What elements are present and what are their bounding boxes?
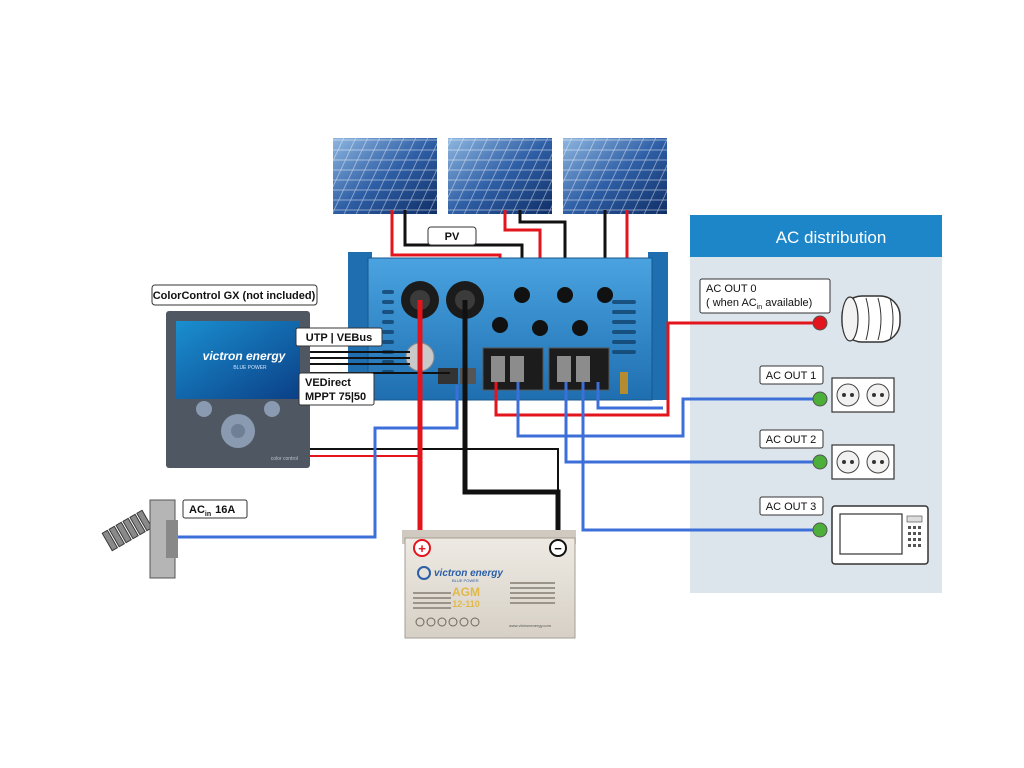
ac-out0-connector xyxy=(812,315,828,331)
battery-logo-icon xyxy=(417,566,431,580)
agm-battery: + − victron energy BLUE POWER AGM 12-110 xyxy=(402,530,576,639)
ac-distribution-title: AC distribution xyxy=(776,228,887,247)
pv-label: PV xyxy=(445,231,460,243)
ac-input-plug xyxy=(101,499,178,579)
gx-footer-text: color control xyxy=(271,456,298,462)
ac-out2-label: AC OUT 2 xyxy=(766,434,817,446)
ac-in-sub: in xyxy=(205,511,211,518)
ac-input-wire xyxy=(178,385,459,539)
solar-panel-1 xyxy=(333,138,437,214)
microwave-icon xyxy=(831,505,929,565)
ac-out3-wire xyxy=(581,382,818,532)
ac-out3-label: AC OUT 3 xyxy=(766,501,817,513)
gx-left-button[interactable] xyxy=(196,401,212,417)
ac-out3-connector xyxy=(812,522,828,538)
battery-positive-terminal xyxy=(413,539,431,557)
ac-out2-wire xyxy=(564,382,818,464)
gx-center-button[interactable] xyxy=(231,424,245,438)
ac-out2-connector xyxy=(812,454,828,470)
ac-out1-label-box: AC OUT 1 xyxy=(759,365,824,385)
battery-minus-sign: − xyxy=(554,541,562,556)
ac-out1-wire xyxy=(516,382,818,438)
utp-vebus-label-box: UTP | VEBus xyxy=(295,327,383,347)
inverter-neutral-wire xyxy=(596,382,663,410)
ac-out0-line2-sub: in xyxy=(757,304,763,311)
ac-out1-connector xyxy=(812,391,828,407)
pv-label-box: PV xyxy=(427,226,477,246)
pv-input-connectors xyxy=(492,287,613,336)
ac-in-label: ACin 16A xyxy=(189,504,235,518)
battery-website: www.victronenergy.com xyxy=(509,623,552,628)
gx-right-button[interactable] xyxy=(264,401,280,417)
color-control-screen xyxy=(176,321,300,399)
color-control-label: ColorControl GX (not included) xyxy=(153,290,316,302)
battery-negative-terminal xyxy=(549,539,567,557)
ac-out0-label-line2: ( when ACin available) xyxy=(706,297,812,311)
ac-out0-line2-pre: ( when AC xyxy=(706,297,757,309)
ac-out0-line2-post: available) xyxy=(762,297,812,309)
gx-screen-brand: victron energy xyxy=(203,349,287,363)
battery-model-line2: 12-110 xyxy=(452,599,480,609)
ground-stud xyxy=(620,372,628,394)
solar-panel-3 xyxy=(563,138,667,214)
pv-wire-negative-2 xyxy=(518,210,567,290)
utp-vebus-label: UTP | VEBus xyxy=(306,332,372,344)
battery-tagline: BLUE POWER xyxy=(452,578,479,583)
ac-out3-label-box: AC OUT 3 xyxy=(759,496,824,516)
ac-input-socket xyxy=(149,499,176,579)
vedirect-label-box: VEDirect MPPT 75|50 xyxy=(298,372,375,406)
ac-out0-label-line1: AC OUT 0 xyxy=(706,283,757,295)
battery-fine-print xyxy=(413,582,555,609)
ac-out0-label-box: AC OUT 0 ( when ACin available) xyxy=(699,278,831,314)
gx-screen-tagline: BLUE POWER xyxy=(233,365,267,371)
battery-plus-sign: + xyxy=(418,541,426,556)
ac-input-cable-coil xyxy=(101,509,153,552)
ac-in-label-box: ACin 16A xyxy=(182,499,248,519)
ac-in-prefix: AC xyxy=(189,504,205,516)
battery-cable-negative xyxy=(462,300,561,535)
battery-safety-icons xyxy=(415,617,480,627)
battery-brand: victron energy xyxy=(434,568,503,579)
data-ports xyxy=(438,368,476,384)
ac-out2-label-box: AC OUT 2 xyxy=(759,429,824,449)
solar-panel-2 xyxy=(448,138,552,214)
ac-in-value: 16A xyxy=(215,504,235,516)
ac-out2-double-socket-icon xyxy=(831,444,895,480)
water-heater-icon xyxy=(841,295,901,343)
vedirect-label-line1: VEDirect xyxy=(305,377,351,389)
ac-output-wiring xyxy=(494,321,818,532)
vedirect-label-line2: MPPT 75|50 xyxy=(305,391,366,403)
ac-out0-wire xyxy=(494,321,818,417)
ac-terminal-block xyxy=(482,347,610,391)
color-control-gx-panel: ColorControl GX (not included) victron e… xyxy=(151,284,318,468)
inverter-unit xyxy=(348,252,668,401)
ac-out1-double-socket-icon xyxy=(831,377,895,413)
ac-out1-label: AC OUT 1 xyxy=(766,370,817,382)
battery-model-line1: AGM xyxy=(452,585,480,599)
